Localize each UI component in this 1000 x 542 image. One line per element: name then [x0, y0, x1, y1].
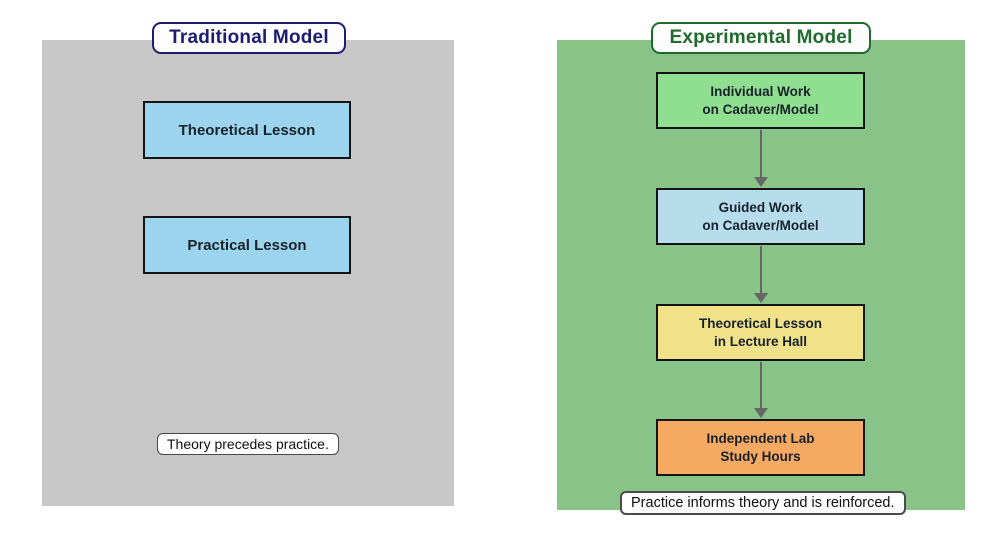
flow-arrow-line [760, 130, 762, 178]
flow-arrow-3 [754, 362, 768, 418]
practical-lesson-box: Practical Lesson [143, 216, 351, 274]
flow-arrow-line [760, 246, 762, 294]
independent-lab-box: Independent Lab Study Hours [656, 419, 865, 476]
flow-arrow-1 [754, 130, 768, 187]
flow-arrow-2 [754, 246, 768, 303]
individual-work-box: Individual Work on Cadaver/Model [656, 72, 865, 129]
flow-arrow-line [760, 362, 762, 409]
traditional-model-title: Traditional Model [152, 22, 346, 54]
flow-arrow-head-icon [754, 408, 768, 418]
theoretical-lesson-lecture-hall-box: Theoretical Lesson in Lecture Hall [656, 304, 865, 361]
experimental-caption: Practice informs theory and is reinforce… [620, 491, 906, 515]
flow-arrow-head-icon [754, 293, 768, 303]
flow-arrow-head-icon [754, 177, 768, 187]
guided-work-box: Guided Work on Cadaver/Model [656, 188, 865, 245]
experimental-model-title: Experimental Model [651, 22, 871, 54]
theoretical-lesson-box: Theoretical Lesson [143, 101, 351, 159]
traditional-caption: Theory precedes practice. [157, 433, 339, 455]
